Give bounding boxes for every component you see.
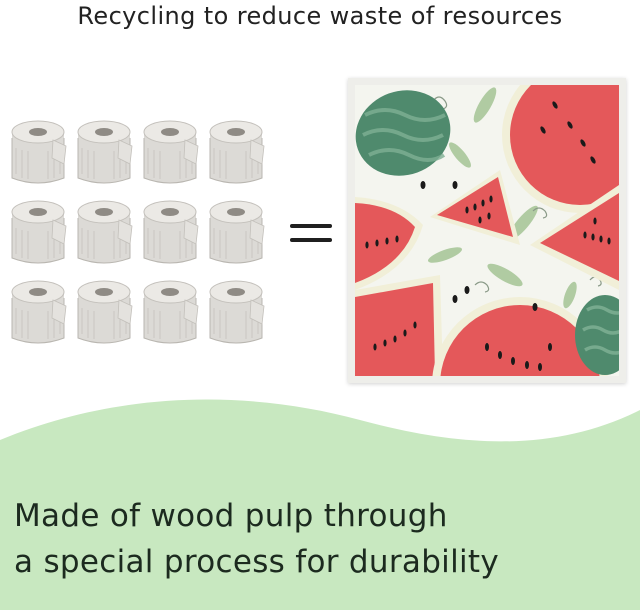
toilet-paper-roll <box>74 198 134 266</box>
toilet-paper-roll <box>140 198 200 266</box>
toilet-paper-roll <box>74 118 134 186</box>
headline: Recycling to reduce waste of resources <box>77 2 563 30</box>
toilet-paper-roll <box>74 278 134 346</box>
watermelon-dishcloth <box>348 78 626 383</box>
watermelon-pattern <box>355 85 619 376</box>
toilet-paper-roll <box>206 118 266 186</box>
toilet-paper-roll <box>8 118 68 186</box>
toilet-paper-roll-grid <box>8 118 276 358</box>
description-line-1: Made of wood pulp through <box>14 498 448 534</box>
description-line-2: a special process for durability <box>14 544 500 580</box>
equals-sign <box>290 222 332 246</box>
toilet-paper-roll <box>140 118 200 186</box>
toilet-paper-roll <box>140 278 200 346</box>
green-wave-background <box>0 399 640 610</box>
toilet-paper-roll <box>8 278 68 346</box>
toilet-paper-roll <box>8 198 68 266</box>
toilet-paper-roll <box>206 278 266 346</box>
toilet-paper-roll <box>206 198 266 266</box>
